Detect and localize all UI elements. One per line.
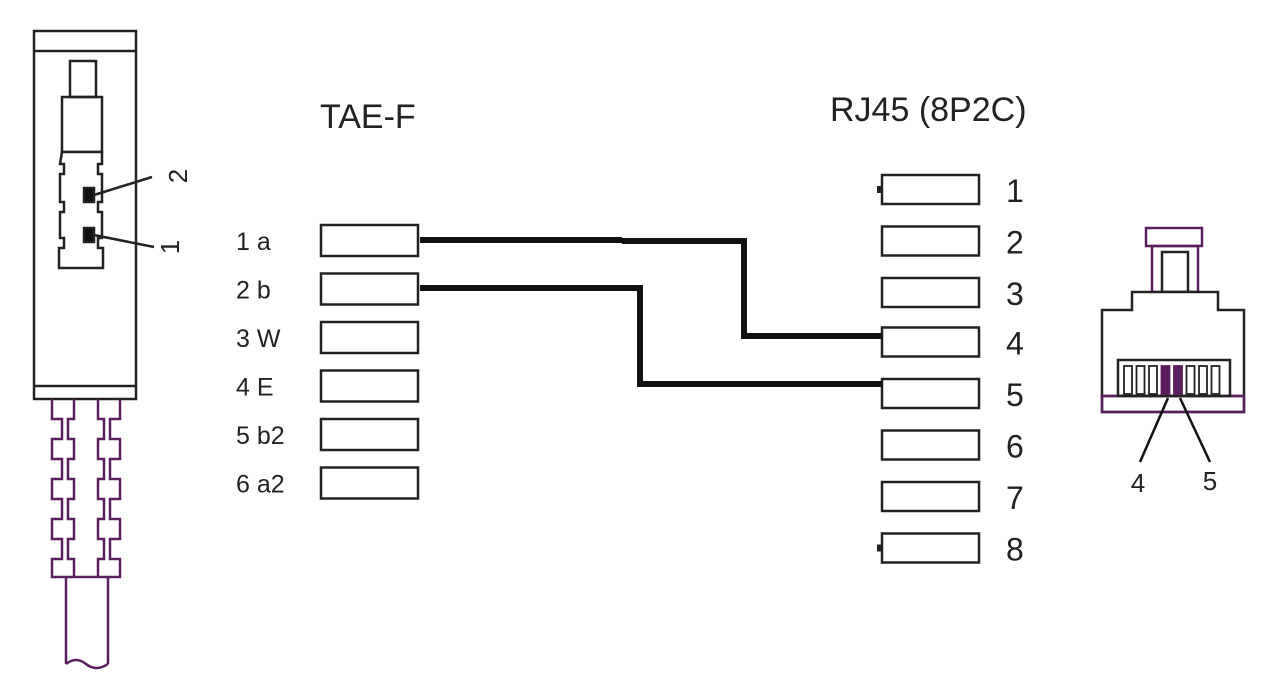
rj45-contact-slot bbox=[1148, 365, 1158, 395]
tae-pin-label: 1 a bbox=[236, 228, 271, 256]
rj45-contact-5-label: 5 bbox=[1203, 466, 1217, 496]
rj45-contact-slot bbox=[1123, 365, 1133, 395]
tae-pin-label: 6 a2 bbox=[236, 471, 285, 499]
rj45-pin-box bbox=[880, 429, 981, 461]
rj45-contact-slot bbox=[1198, 365, 1208, 395]
rj45-pin-label: 4 bbox=[1006, 326, 1024, 362]
rj45-pin-label: 5 bbox=[1006, 377, 1024, 413]
wire-1a-to-4 bbox=[420, 237, 882, 339]
wires bbox=[420, 237, 882, 387]
rj45-leader-lines bbox=[1138, 397, 1212, 463]
rj45-pin-label: 1 bbox=[1006, 173, 1024, 209]
rj45-plug-drawing bbox=[1100, 226, 1246, 414]
rj45-pin-tab bbox=[877, 544, 882, 552]
tae-pin-box bbox=[319, 417, 420, 452]
rj45-pin-box bbox=[880, 225, 981, 257]
wire-2b-to-5 bbox=[420, 285, 882, 387]
rj45-contact-slot bbox=[1135, 365, 1146, 395]
tae-pin-box bbox=[319, 466, 420, 500]
rj45-contacts bbox=[1123, 365, 1221, 395]
rj45-contact-slot bbox=[1185, 365, 1196, 395]
tae-pin-list: 1 a 2 b 3 W 4 E 5 b2 6 a2 bbox=[236, 223, 420, 500]
rj45-contact-4-label: 4 bbox=[1131, 468, 1145, 498]
tae-contact-1-label: 1 bbox=[155, 240, 185, 254]
tae-pin-box bbox=[319, 320, 420, 355]
rj45-contact-slot bbox=[1210, 365, 1221, 395]
tae-contact-2-label: 2 bbox=[163, 169, 193, 183]
rj45-pin-list: 1 2 3 4 5 6 7 8 bbox=[877, 173, 1024, 568]
rj45-pin-label: 6 bbox=[1006, 429, 1024, 465]
tae-pin-label: 5 b2 bbox=[236, 422, 285, 450]
rj45-pin-tab bbox=[877, 186, 882, 193]
tae-title: TAE-F bbox=[320, 98, 416, 136]
rj45-pin-box bbox=[880, 326, 981, 358]
rj45-pin-box bbox=[880, 532, 981, 564]
tae-pin-box bbox=[319, 223, 420, 258]
rj45-pin-box bbox=[880, 480, 981, 513]
rj45-pin-box bbox=[880, 276, 981, 309]
rj45-contact-slot bbox=[1160, 365, 1171, 395]
tae-pin-label: 2 b bbox=[236, 277, 271, 305]
rj45-contact-slot bbox=[1173, 365, 1183, 395]
rj45-pin-box bbox=[880, 377, 981, 410]
rj45-pin-label: 3 bbox=[1006, 276, 1024, 312]
tae-pin-label: 3 W bbox=[236, 325, 281, 353]
tae-pin-box bbox=[319, 272, 420, 306]
tae-pin-box bbox=[319, 369, 420, 403]
tae-pin-label: 4 E bbox=[236, 374, 274, 402]
rj45-pin-label: 8 bbox=[1006, 532, 1024, 568]
rj45-pin-label: 2 bbox=[1006, 225, 1024, 261]
rj45-pin-box bbox=[880, 173, 981, 206]
tae-plug-drawing bbox=[32, 29, 155, 401]
rj45-title: RJ45 (8P2C) bbox=[830, 91, 1027, 129]
cable-strain-relief bbox=[50, 399, 122, 670]
rj45-pin-label: 7 bbox=[1006, 480, 1024, 516]
